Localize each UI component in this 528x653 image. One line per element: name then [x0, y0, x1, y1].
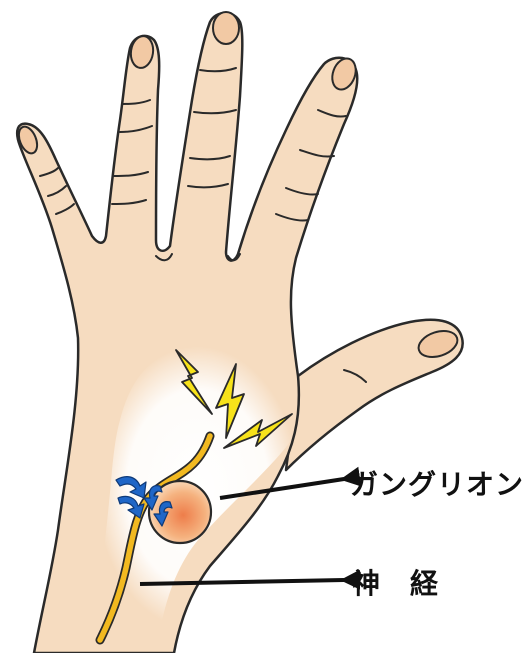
palm [17, 13, 357, 653]
hand-palm [15, 12, 462, 653]
nerve-label: 神 経 [352, 562, 439, 602]
ganglion-label: ガングリオン [350, 463, 524, 503]
